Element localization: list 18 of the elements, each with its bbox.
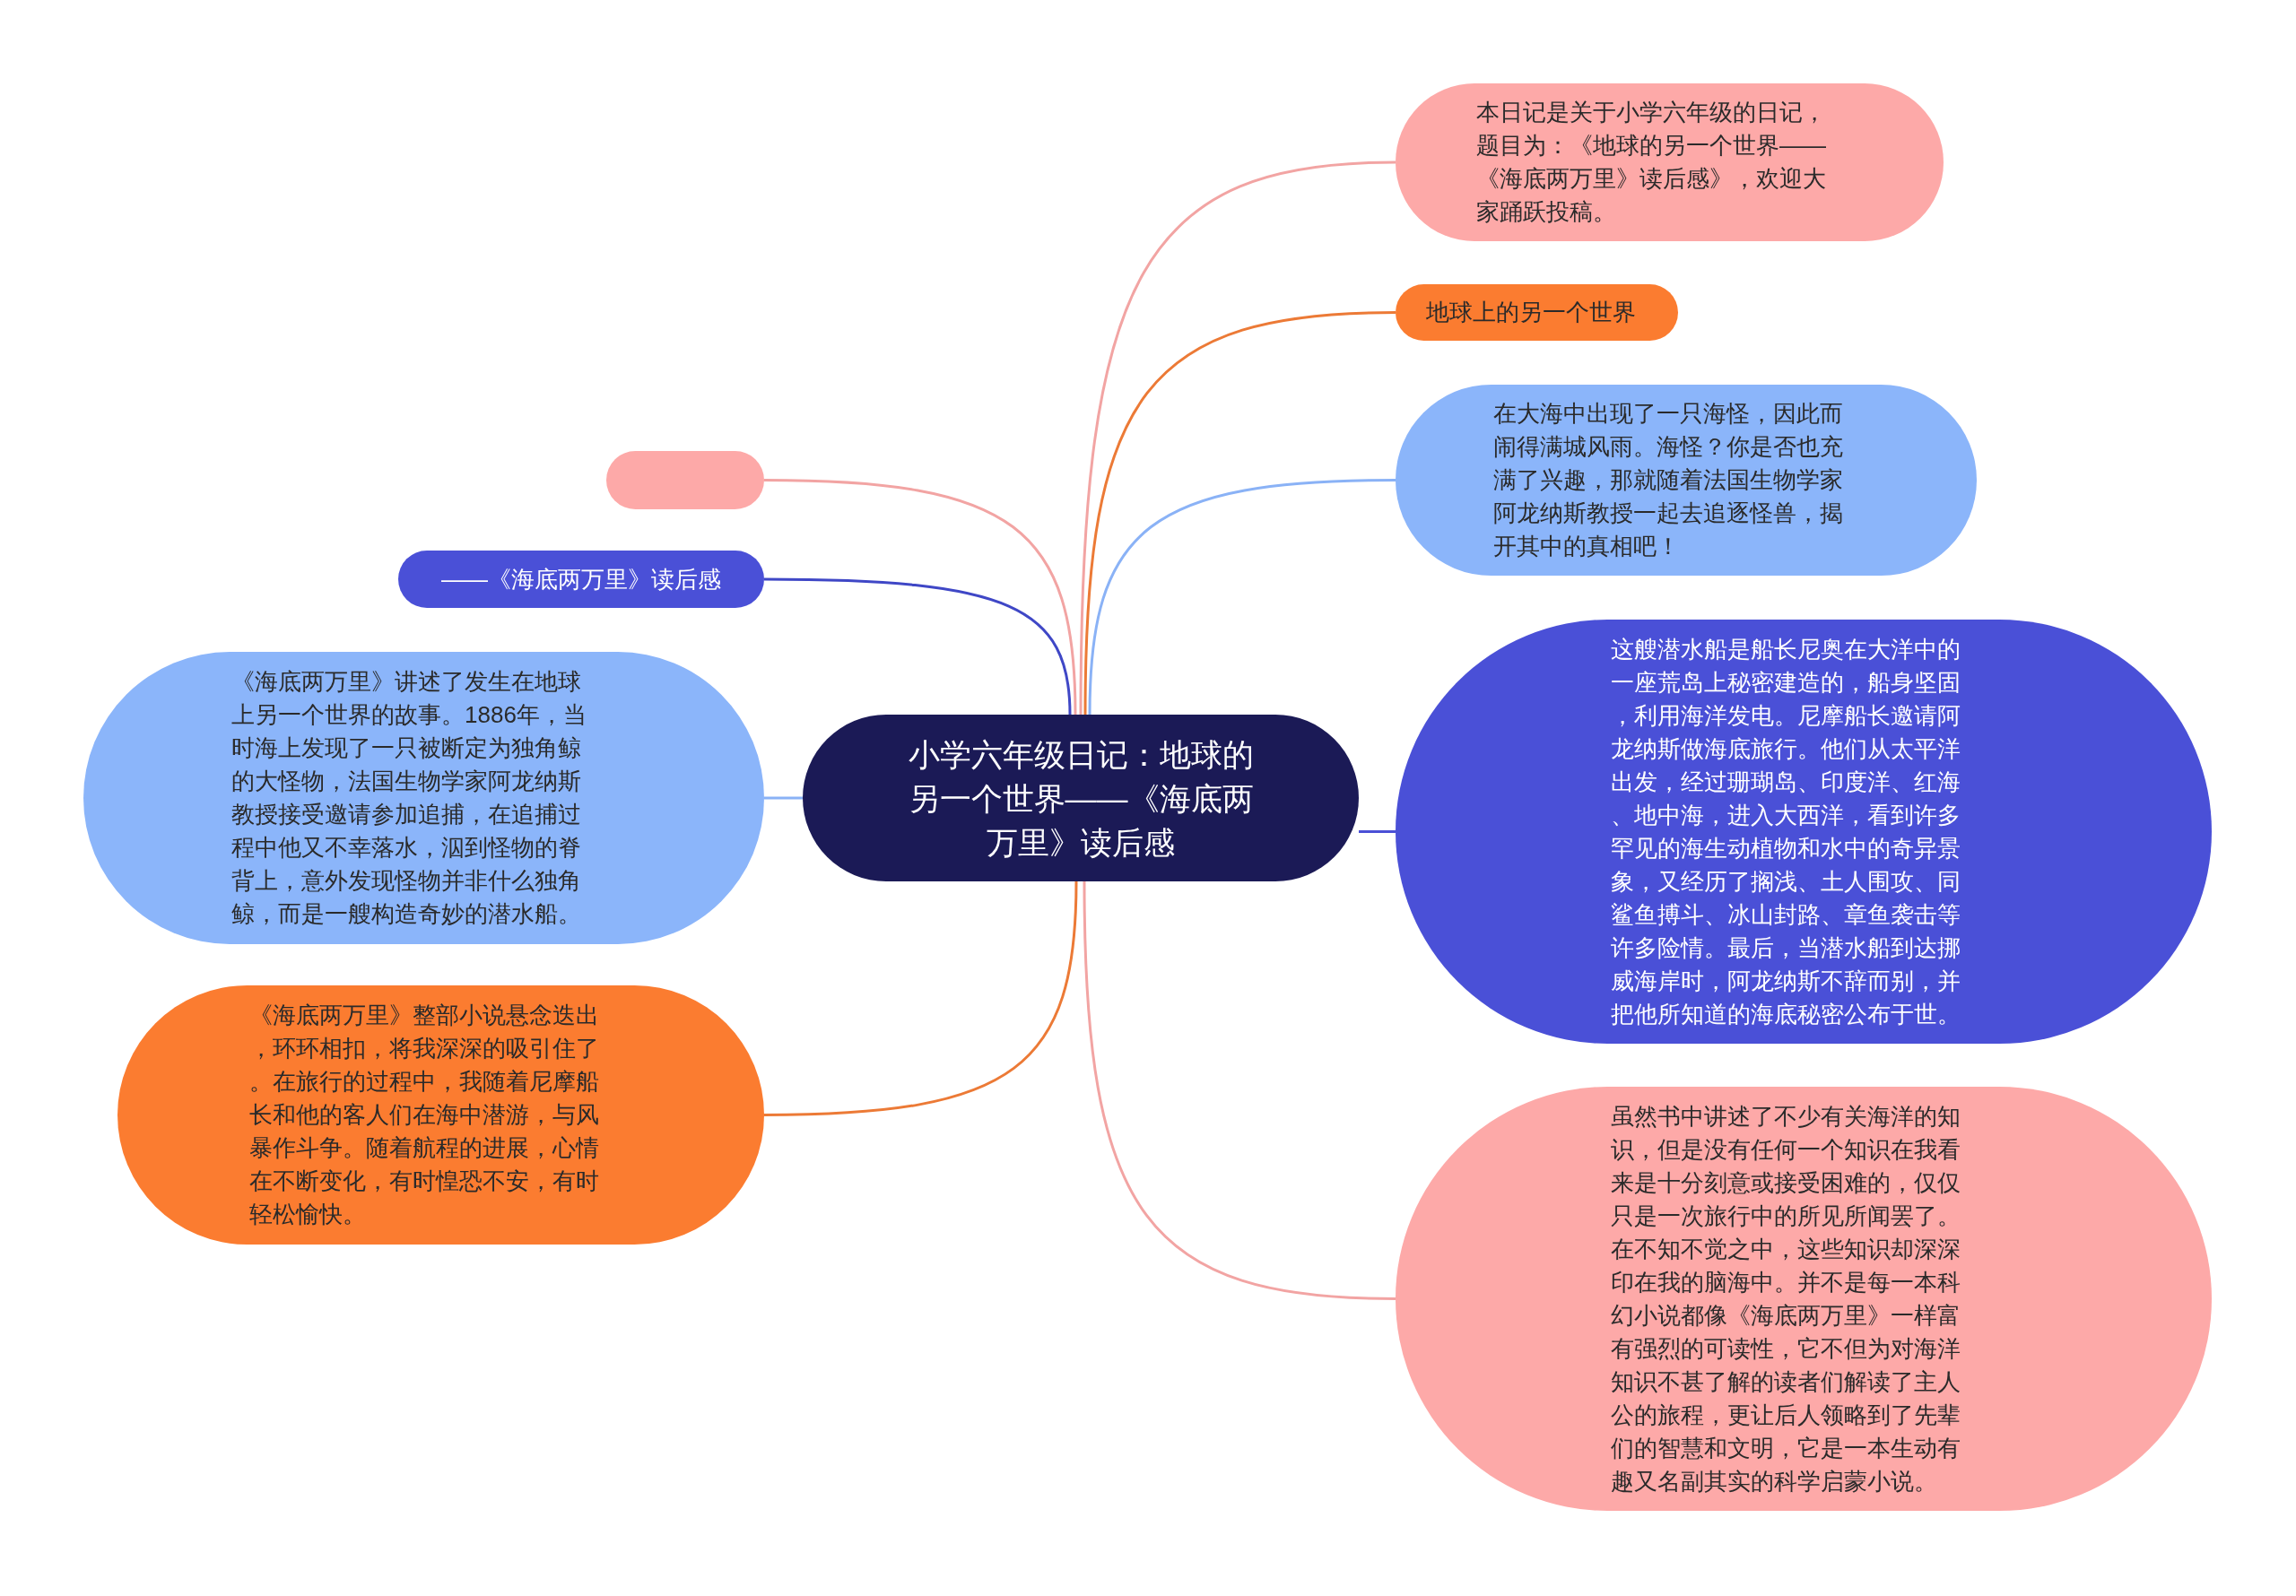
branch-line xyxy=(1079,160,1396,716)
branch-line xyxy=(1359,830,1396,833)
central-topic-text: 小学六年级日记：地球的另一个世界——《海底两万里》读后感 xyxy=(907,735,1255,862)
branch-line xyxy=(764,796,803,800)
topic-text: 《海底两万里》讲述了发生在地球上另一个世界的故事。1886年，当时海上发现了一只被断定为独角鲸的大怪物，法国生物学家阿龙纳斯教授接受邀请参加追捕，在追捕过程中他又不幸落水，泅到怪物的脊背上，意外发现怪物并非什么独角鲸，而是一艘构造奇妙的潜水船。 xyxy=(231,667,587,929)
branch-line xyxy=(763,479,1077,716)
topic-text: 这艘潜水船是船长尼奥在大洋中的一座荒岛上秘密建造的，船身坚固，利用海洋发电。尼摩船长邀请阿龙纳斯做海底旅行。他们从太平洋出发，经过珊瑚岛、印度洋、红海、地中海，进入大西洋，看到许多罕见的海生动植物和水中的奇异景象，又经历了搁浅、土人围攻、同鲨鱼搏斗、冰山封路、章鱼袭击等许多险情。最后，当潜水船到达挪威海岸时，阿龙纳斯不辞而别，并把他所知道的海底秘密公布于世。 xyxy=(1611,634,1961,1029)
topic-text: 地球上的另一个世界 xyxy=(1426,298,1636,327)
branch-line xyxy=(1083,880,1396,1300)
branch-line xyxy=(763,880,1078,1116)
branch-line xyxy=(1083,311,1396,716)
topic-text: 《海底两万里》整部小说悬念迭出，环环相扣，将我深深的吸引住了。在旅行的过程中，我随着尼摩船长和他的客人们在海中潜游，与风暴作斗争。随着航程的进展，心情在不断变化，有时惶恐不安，有时轻松愉快。 xyxy=(249,1001,600,1229)
branch-line xyxy=(1088,479,1396,716)
topic-text: 在大海中出现了一只海怪，因此而闹得满城风雨。海怪？你是否也充满了兴趣，那就随着法国生物学家阿龙纳斯教授一起去追逐怪兽，揭开其中的真相吧！ xyxy=(1493,399,1844,561)
branch-line xyxy=(764,577,1072,716)
topic-text: ——《海底两万里》读后感 xyxy=(441,564,721,594)
topic-text: 本日记是关于小学六年级的日记，题目为：《地球的另一个世界——《海底两万里》读后感》，欢迎大家踊跃投稿。 xyxy=(1476,98,1827,227)
topic-text: 虽然书中讲述了不少有关海洋的知识，但是没有任何一个知识在我看来是十分刻意或接受困难的，仅仅只是一次旅行中的所见所闻罢了。在不知不觉之中，这些知识却深深印在我的脑海中。并不是每一本科幻小说都像《海底两万里》一样富有强烈的可读性，它不但为对海洋知识不甚了解的读者们解读了主人公的旅程，更让后人领略到了先辈们的智慧和文明，它是一本生动有趣又名副其实的科学启蒙小说。 xyxy=(1611,1101,1961,1496)
